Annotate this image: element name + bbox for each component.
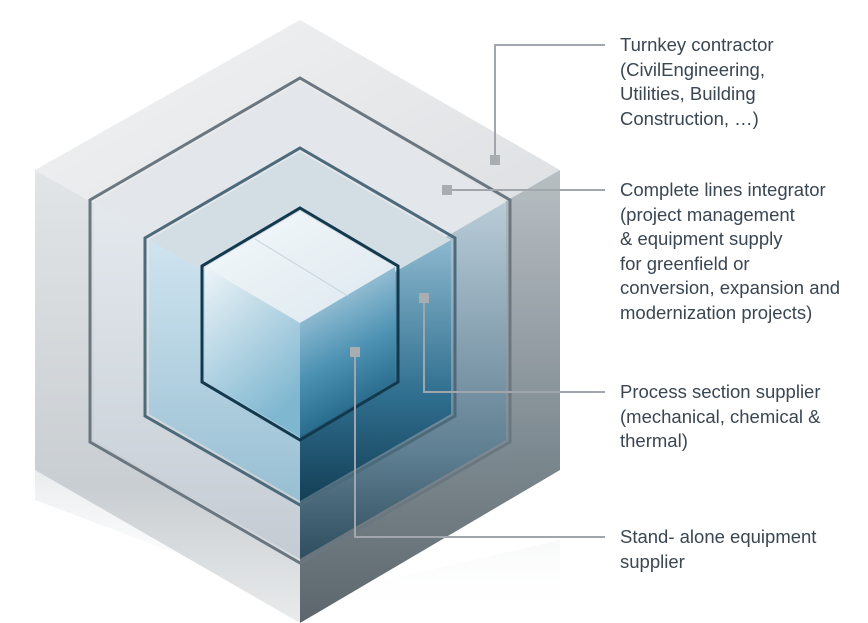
label-process-section-supplier: Process section supplier (mechanical, ch… <box>620 380 821 454</box>
inner-cube-right <box>300 267 395 437</box>
label-line: for greenfield or <box>620 252 750 274</box>
label-line: Utilities, Building <box>620 83 756 104</box>
label-line: & equipment supply <box>620 228 783 249</box>
label-line: Complete lines integrator <box>620 179 826 200</box>
inner-cube-left <box>205 267 300 437</box>
label-line: Process section supplier <box>620 381 821 402</box>
marker-process <box>419 293 429 303</box>
inner-cube <box>200 206 400 442</box>
label-stand-alone-equipment-supplier: Stand- alone equipment supplier <box>620 525 816 574</box>
connector-standalone <box>354 352 605 538</box>
markers <box>350 155 500 357</box>
label-line: (project management <box>620 203 795 225</box>
inner-cube-seam <box>254 238 349 297</box>
marker-standalone <box>350 347 360 357</box>
label-line: (mechanical, chemical & <box>620 405 821 427</box>
marker-turnkey <box>490 155 500 165</box>
label-line: modernization projects) <box>620 301 813 323</box>
label-line: conversion, expansion and <box>620 277 841 298</box>
connector-turnkey <box>494 44 605 160</box>
label-line: Construction, …) <box>620 107 759 129</box>
level2-outline <box>88 76 512 565</box>
label-line: (CivilEngineering, <box>620 58 765 80</box>
connector-lines <box>354 44 605 538</box>
label-line: thermal) <box>620 430 688 451</box>
connector-process <box>423 298 605 393</box>
label-turnkey-contractor: Turnkey contractor (CivilEngineering, Ut… <box>620 33 774 131</box>
label-line: supplier <box>620 550 685 572</box>
inner-cube-outline <box>200 206 400 442</box>
label-line: Stand- alone equipment <box>620 526 817 547</box>
floor-reflection <box>35 470 560 623</box>
label-complete-lines-integrator: Complete lines integrator (project manag… <box>620 178 840 325</box>
level3-outline <box>143 146 457 507</box>
label-line: Turnkey contractor <box>620 34 774 55</box>
marker-integrator <box>442 185 452 195</box>
